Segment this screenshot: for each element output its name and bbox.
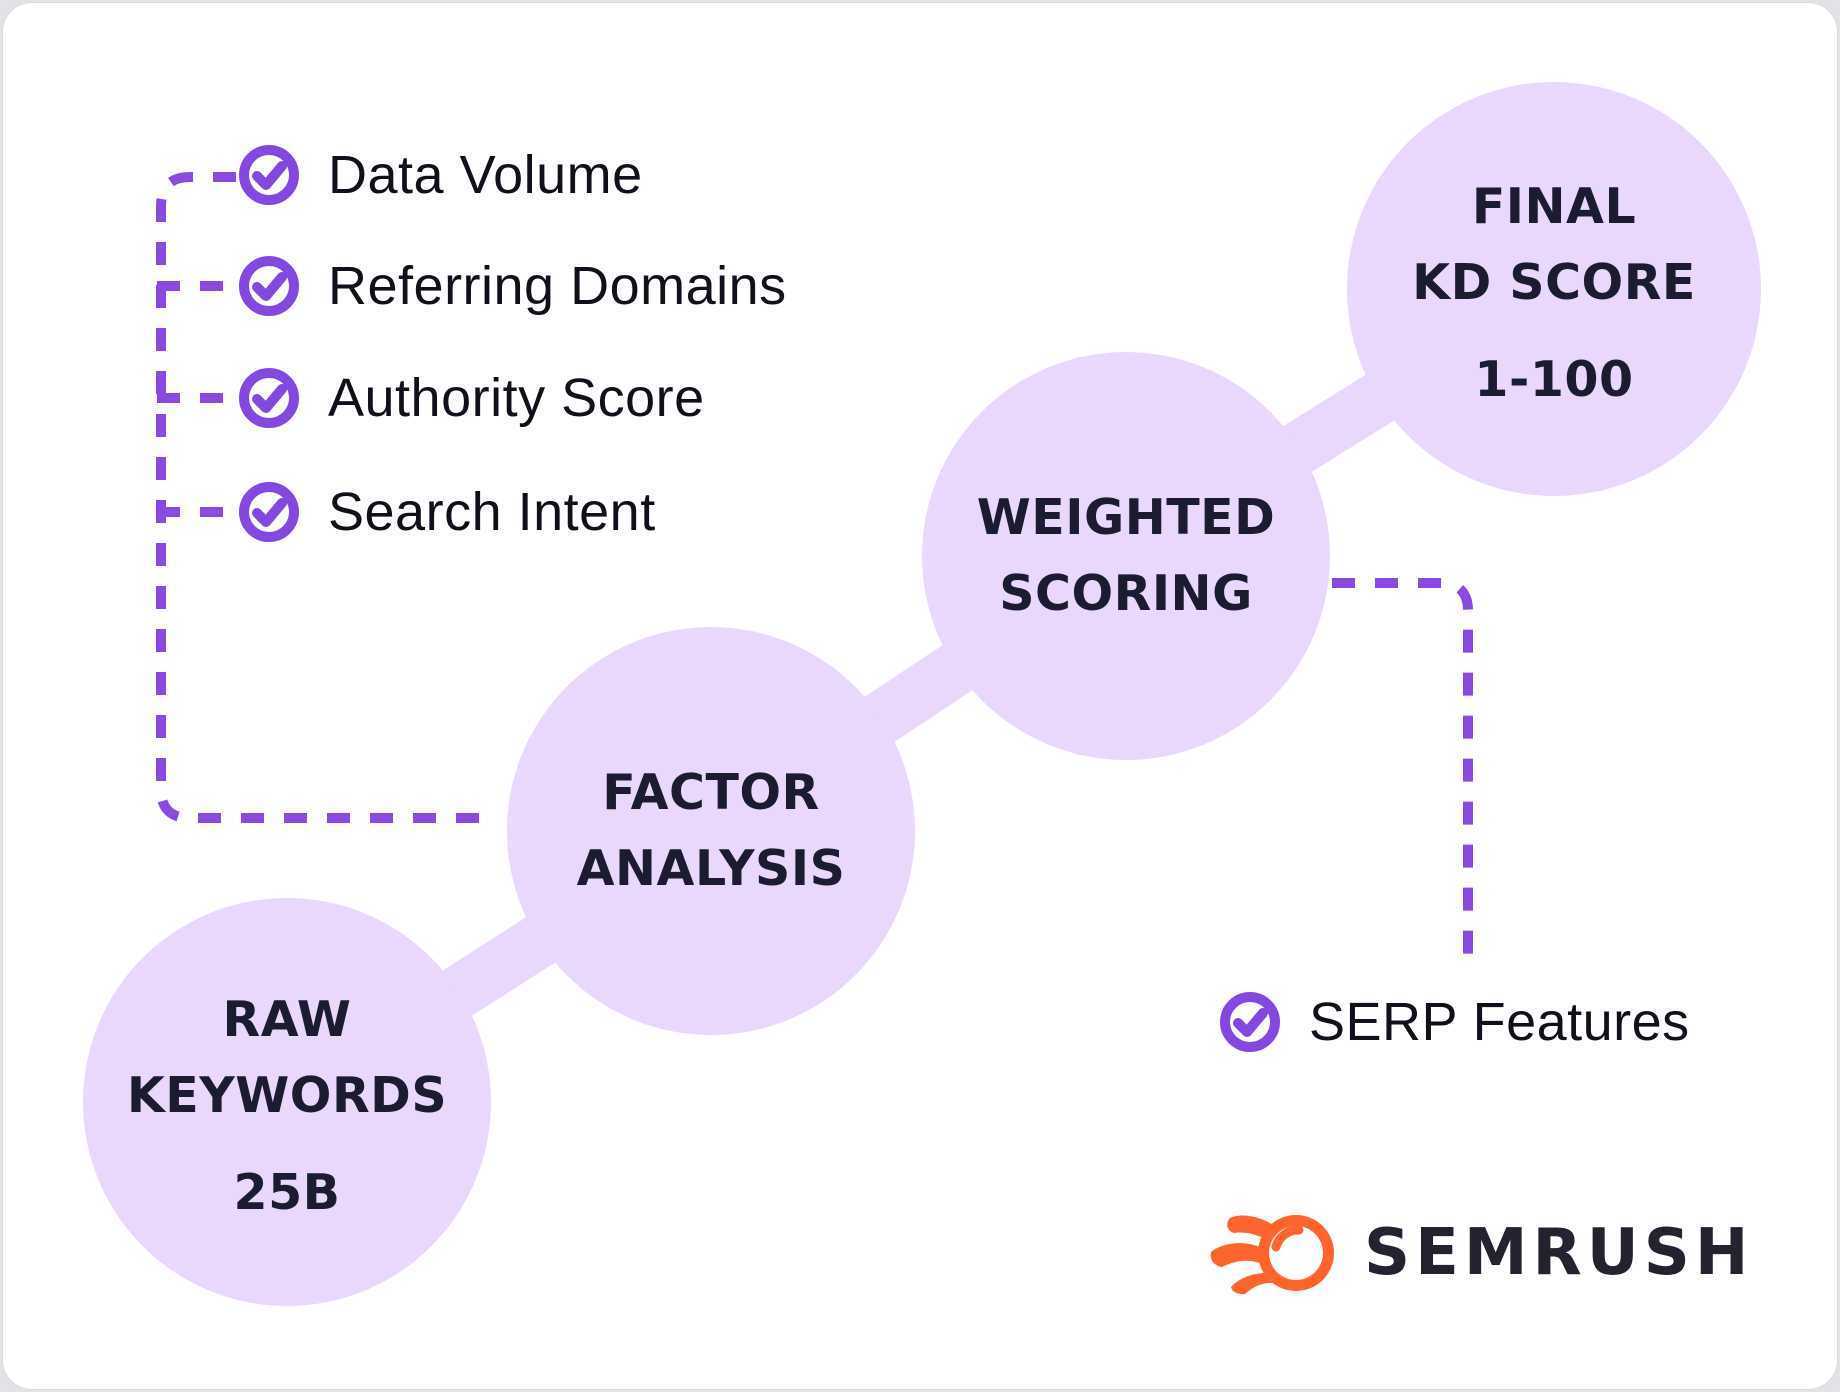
node-raw-keywords: RAW KEYWORDS 25B (83, 898, 491, 1306)
dashed-bracket-right (1332, 578, 1473, 968)
factor-input-label: Referring Domains (328, 256, 787, 316)
factor-inputs-dashed-line (156, 172, 496, 823)
node-title: FACTOR ANALYSIS (577, 755, 846, 907)
node-factor-analysis: FACTOR ANALYSIS (507, 627, 915, 1035)
node-title-line: KEYWORDS (126, 1066, 448, 1124)
factor-input-authority-score: Authority Score (238, 367, 705, 429)
serp-dashed-line (1332, 578, 1473, 968)
semrush-wordmark: SEMRUSH (1364, 1216, 1754, 1290)
scoring-input-label: SERP Features (1309, 992, 1690, 1052)
node-title: WEIGHTED SCORING (977, 480, 1276, 632)
factor-input-label: Authority Score (328, 368, 705, 428)
node-weighted-scoring: WEIGHTED SCORING (922, 352, 1330, 760)
node-title: FINAL KD SCORE (1412, 169, 1696, 321)
check-circle-icon (239, 145, 299, 205)
factor-input-label: Search Intent (328, 482, 656, 542)
scoring-input-serp-features: SERP Features (1219, 991, 1690, 1053)
node-title-line: KD SCORE (1412, 253, 1696, 311)
node-title-line: SCORING (999, 565, 1253, 622)
node-title: RAW KEYWORDS (127, 982, 447, 1134)
semrush-flame-icon (1210, 1215, 1334, 1295)
check-circle-icon (239, 482, 299, 542)
check-circle-icon (239, 256, 299, 316)
factor-input-search-intent: Search Intent (238, 481, 656, 543)
node-title-line: FACTOR (602, 764, 820, 822)
check-circle-icon (239, 368, 299, 428)
node-title-line: RAW (222, 990, 352, 1048)
semrush-logo: SEMRUSH (1210, 1212, 1754, 1295)
node-final-kd-score: FINAL KD SCORE 1-100 (1347, 82, 1761, 496)
factor-input-referring-domains: Referring Domains (238, 255, 787, 317)
dashed-bracket-left (156, 172, 496, 823)
node-value: 1-100 (1474, 350, 1634, 408)
node-title-line: FINAL (1471, 177, 1637, 235)
check-circle-icon (1220, 992, 1280, 1052)
node-value: 25B (233, 1163, 341, 1221)
factor-input-label: Data Volume (328, 145, 643, 205)
node-title-line: ANALYSIS (576, 840, 846, 897)
node-title-line: WEIGHTED (976, 489, 1276, 547)
factor-input-data-volume: Data Volume (238, 144, 643, 206)
